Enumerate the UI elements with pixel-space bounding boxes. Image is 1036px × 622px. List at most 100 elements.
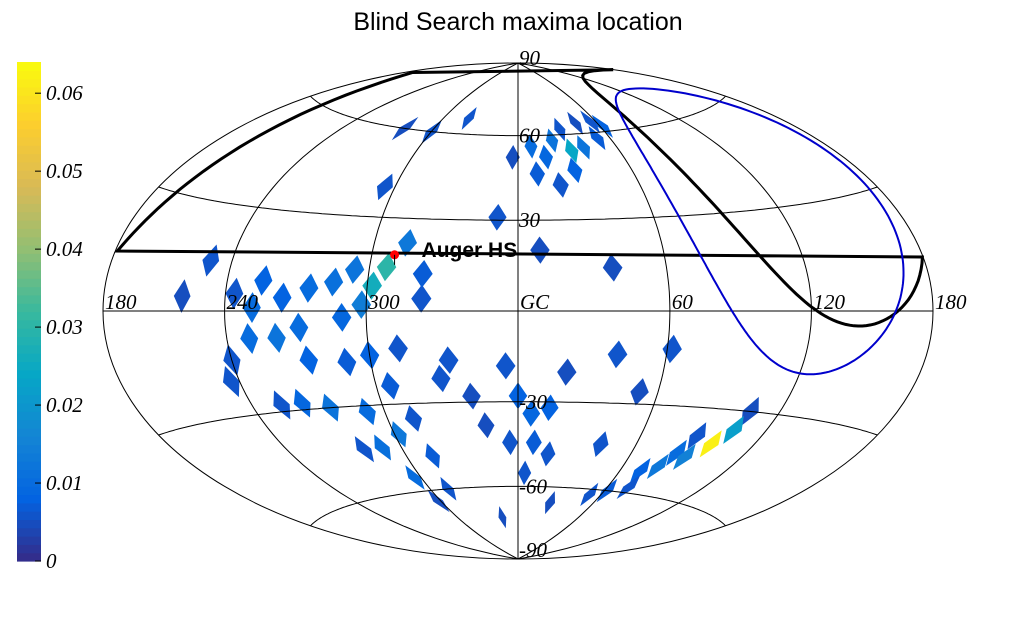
heatmap-cell [666,439,687,466]
colorbar [17,62,41,562]
heatmap-cell [299,345,318,375]
colorbar-segment [17,244,41,254]
colorbar-segment [17,544,41,554]
colorbar-segment [17,461,41,471]
heatmap-cell [545,128,559,153]
longitude-tick-label: 60 [672,290,694,314]
colorbar-segment [17,444,41,454]
heatmap-cell [522,400,541,427]
heatmap-cell [530,236,550,264]
colorbar-segment [17,170,41,180]
colorbar-segment [17,95,41,105]
colorbar-segment [17,369,41,379]
colorbar-tick-label: 0 [46,549,57,573]
heatmap-cell [477,412,495,439]
heatmap-cell [723,415,744,444]
heatmap-cell [591,114,613,138]
latitude-tick-label: -30 [519,390,547,414]
colorbar-tick-label: 0.04 [46,237,83,261]
longitude-tick-label: 180 [105,290,137,314]
colorbar-segment [17,153,41,163]
heatmap-cell [289,312,309,343]
colorbar-segment [17,527,41,537]
heatmap-cell [545,491,555,515]
heatmap-cell [390,421,407,448]
colorbar-tick-label: 0.03 [46,315,83,339]
heatmap-cell [539,144,553,170]
heatmap-cell [376,253,397,282]
colorbar-segment [17,178,41,188]
colorbar-segment [17,261,41,271]
heatmap-cell [273,390,291,420]
colorbar-segment [17,353,41,362]
colorbar-segment [17,419,41,429]
colorbar-segment [17,378,41,387]
heatmap-cell [567,111,584,135]
heatmap-cell [518,460,532,486]
contours [114,68,924,376]
colorbar-tick-label: 0.02 [46,393,83,417]
heatmap-cell [616,475,641,499]
auger-hotspot-marker [390,250,400,260]
colorbar-segment [17,402,41,412]
heatmap-cell [593,431,609,457]
heatmap-cell [524,134,538,159]
heatmap-cell [565,138,579,163]
heatmap-cell [552,172,569,198]
colorbar-segment [17,452,41,462]
heatmap-cell [388,334,408,363]
heatmap-cell [540,394,559,421]
auger-hotspot-annotation: Auger HS [390,239,517,265]
colorbar-segment [17,203,41,213]
colorbar-segment [17,195,41,204]
colorbar-segment [17,103,41,113]
colorbar-segment [17,145,41,155]
colorbar-segment [17,236,41,246]
auger-hotspot-label: Auger HS [422,239,518,262]
heatmap-cell [580,482,599,507]
heatmap-cell [202,244,220,277]
heatmap-cell [425,443,440,469]
heatmap-cell [525,429,542,456]
colorbar-ticks: 00.010.020.030.040.050.06 [35,81,83,573]
longitude-tick-label: 180 [935,290,967,314]
latitude-tick-label: -60 [519,474,547,498]
heatmap-cell [427,489,450,513]
heatmap-cell [629,458,651,483]
heatmap-cell [242,292,261,323]
heatmap-cell [267,322,286,353]
colorbar-segment [17,394,41,404]
colorbar-segment [17,469,41,479]
colorbar-segment [17,220,41,229]
colorbar-segment [17,486,41,496]
colorbar-segment [17,62,41,71]
colorbar-segment [17,552,41,562]
exclusion-contour [114,68,924,328]
colorbar-segment [17,386,41,396]
longitude-line [517,62,671,560]
heatmap-cell [540,441,556,467]
heatmap-cell [502,429,518,456]
heatmap-cell [225,277,244,310]
heatmap-cell [554,117,566,142]
colorbar-segment [17,436,41,446]
heatmap-cell [374,434,391,461]
colorbar-segment [17,502,41,512]
colorbar-segment [17,328,41,338]
heatmap-cell [699,430,722,458]
heatmap-cell [354,436,374,463]
heatmap-cell [567,157,583,183]
heatmap-cell [331,303,352,332]
heatmap-cell [488,204,507,231]
heatmap-cell [411,284,432,313]
longitude-tick-label: 240 [227,290,259,314]
latitude-tick-label: 30 [518,208,541,232]
longitude-tick-label: 120 [813,290,845,314]
colorbar-segment [17,311,41,321]
heatmap-cell [673,443,696,470]
heatmap-cell [577,135,590,160]
heatmap-cell [607,340,628,369]
